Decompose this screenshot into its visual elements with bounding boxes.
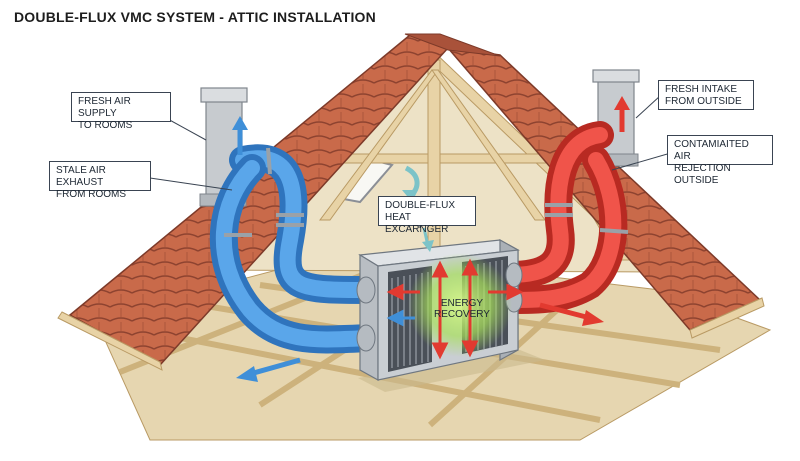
callout-fresh-air-supply: FRESH AIR SUPPLY TO ROOMS [71, 92, 171, 131]
arrow-right-icon [539, 302, 604, 326]
callout-stale-air-exhaust: STALE AIR EXHAUST FROM ROOMS [49, 161, 151, 200]
chimney-right [592, 69, 640, 167]
arrow-down-icon [422, 227, 434, 252]
red-ducts [496, 121, 628, 314]
unit-arrows-red [386, 258, 524, 360]
diagram-title: DOUBLE-FLUX VMC SYSTEM - ATTIC INSTALLAT… [14, 9, 376, 25]
arrow-left-icon [236, 357, 301, 382]
callout-contaminated-air: CONTAMIAITED AIR REJECTION OUTSIDE [667, 135, 773, 186]
blue-ducts [209, 144, 384, 354]
red-duct-clamps [545, 203, 629, 234]
energy-recovery-label: ENERGY RECOVERY [434, 298, 490, 320]
unit-shadow [358, 350, 545, 392]
callout-fresh-intake: FRESH INTAKE FROM OUTSIDE [658, 80, 754, 110]
roof-ridge [404, 33, 501, 57]
eave-right [689, 297, 765, 339]
energy-glow [408, 253, 512, 357]
unit-arrows-blue [386, 309, 415, 327]
arrow-up-icon [232, 116, 248, 155]
arrow-up-icon [614, 96, 630, 132]
eave-left [57, 311, 163, 371]
callout-heat-exchanger: DOUBLE-FLUX HEAT EXCARNGER [378, 196, 476, 235]
blue-duct-clamps [224, 147, 304, 237]
